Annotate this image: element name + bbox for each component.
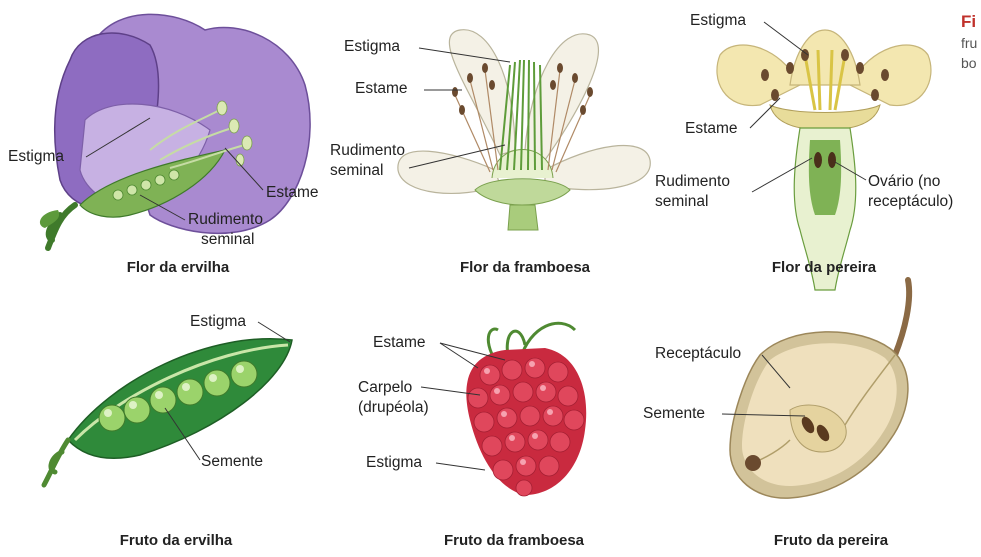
figure-reference-line-1: fru xyxy=(961,33,977,53)
pear-flower-ovule-label-1: Rudimento xyxy=(655,173,730,191)
pear-flower-ovule-label-2: seminal xyxy=(655,193,708,211)
pea-flower-ovule-label-2: seminal xyxy=(201,231,254,249)
pea-flower-stigma-label: Estigma xyxy=(8,148,64,166)
figure-reference: Fi fru bo xyxy=(961,12,977,73)
pea-flower-stamen-label: Estame xyxy=(266,184,319,202)
pear-fruit-illustration xyxy=(730,280,909,498)
raspberry-flower-stigma-label: Estigma xyxy=(344,38,400,56)
pea-flower-illustration xyxy=(40,14,310,248)
pea-flower-caption: Flor da ervilha xyxy=(127,259,230,276)
raspberry-fruit-carpel-label-1: Carpelo xyxy=(358,379,412,397)
pea-fruit-seed-label: Semente xyxy=(201,453,263,471)
pea-fruit-stigma-label: Estigma xyxy=(190,313,246,331)
pear-flower-illustration xyxy=(717,30,931,290)
pear-fruit-seed-label: Semente xyxy=(643,405,705,423)
raspberry-flower-ovule-label-2: seminal xyxy=(330,162,383,180)
pear-fruit-receptacle-label: Receptáculo xyxy=(655,345,741,363)
raspberry-flower-stamen-label: Estame xyxy=(355,80,408,98)
pear-flower-stamen-label: Estame xyxy=(685,120,738,138)
raspberry-fruit-stigma-label: Estigma xyxy=(366,454,422,472)
pear-fruit-caption: Fruto da pereira xyxy=(774,532,888,549)
pear-flower-stigma-label: Estigma xyxy=(690,12,746,30)
raspberry-flower-ovule-label-1: Rudimento xyxy=(330,142,405,160)
raspberry-flower-caption: Flor da framboesa xyxy=(460,259,590,276)
figure-reference-tag: Fi xyxy=(961,12,976,31)
pear-flower-ovary-label-1: Ovário (no xyxy=(868,173,940,191)
raspberry-fruit-stamen-label: Estame xyxy=(373,334,426,352)
raspberry-flower-illustration xyxy=(398,30,650,230)
raspberry-fruit-carpel-label-2: (drupéola) xyxy=(358,399,429,417)
figure-reference-line-2: bo xyxy=(961,53,977,73)
pear-flower-ovary-label-2: receptáculo) xyxy=(868,193,953,211)
pea-flower-ovule-label-1: Rudimento xyxy=(188,211,263,229)
raspberry-fruit-caption: Fruto da framboesa xyxy=(444,532,584,549)
pea-fruit-caption: Fruto da ervilha xyxy=(120,532,233,549)
pear-flower-caption: Flor da pereira xyxy=(772,259,876,276)
